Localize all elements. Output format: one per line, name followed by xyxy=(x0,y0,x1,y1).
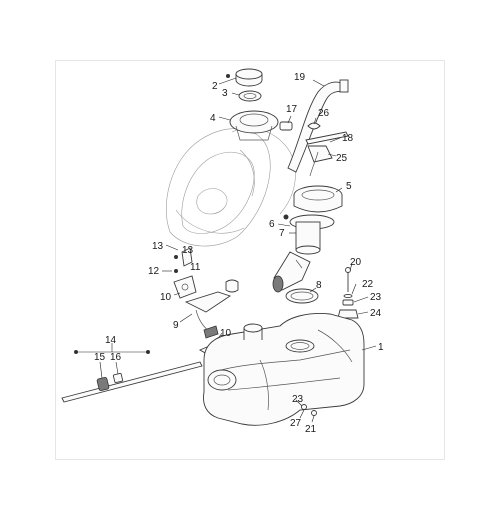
fuel-tank xyxy=(203,313,377,426)
callout-20: 19 xyxy=(294,72,306,83)
diagram-frame xyxy=(55,60,445,460)
sender-bracket xyxy=(162,244,197,299)
callout-22: 20 xyxy=(350,257,362,268)
callout-9: 9 xyxy=(173,320,179,331)
callout-26: 27 xyxy=(290,418,302,429)
callout-labels: 2 3 4 19 17 26 18 25 5 6 7 8 13 13 12 11… xyxy=(94,72,384,435)
mount-hardware xyxy=(337,263,369,319)
cap-gasket xyxy=(231,90,262,102)
vent-pipe xyxy=(305,131,349,177)
callout-2: 2 xyxy=(212,81,218,92)
callout-28: 26 xyxy=(318,108,330,119)
callout-6: 6 xyxy=(269,219,275,230)
callout-17: 16 xyxy=(110,352,122,363)
callout-14: 13 xyxy=(182,245,194,256)
callout-13-lower: 12 xyxy=(148,266,160,277)
pump-lock-ring xyxy=(293,185,343,213)
callout-1: 1 xyxy=(378,342,384,353)
callout-11: 11 xyxy=(190,262,201,273)
callout-3: 3 xyxy=(222,88,228,99)
callout-18: 17 xyxy=(286,104,298,115)
fuel-line xyxy=(61,343,203,403)
callout-23-upper: 22 xyxy=(362,279,374,290)
callout-19: 18 xyxy=(342,133,354,144)
tank-seal-ring xyxy=(285,287,319,304)
callout-15: 14 xyxy=(105,335,117,346)
callout-4: 4 xyxy=(210,113,216,124)
callout-5: 5 xyxy=(346,181,352,192)
cap-seal-dot xyxy=(226,74,230,78)
callout-24: 23 xyxy=(370,292,382,303)
callout-21: 21 xyxy=(305,424,317,435)
fuel-pump xyxy=(272,214,335,293)
callout-16: 15 xyxy=(94,352,106,363)
tank-screws xyxy=(295,399,317,423)
small-clamp xyxy=(307,117,321,130)
callout-8: 8 xyxy=(316,280,322,291)
callout-13-upper: 13 xyxy=(152,241,164,252)
callout-25: 24 xyxy=(370,308,382,319)
hose-clip xyxy=(279,115,293,131)
callout-27: 25 xyxy=(336,153,348,164)
breather-hose xyxy=(287,79,349,173)
callout-12: 10 xyxy=(160,292,172,303)
callout-23-lower: 23 xyxy=(292,394,304,405)
callout-7: 7 xyxy=(279,228,285,239)
callout-10: 10 xyxy=(220,328,232,339)
filler-ring xyxy=(218,110,279,141)
fuel-cap xyxy=(218,68,263,87)
